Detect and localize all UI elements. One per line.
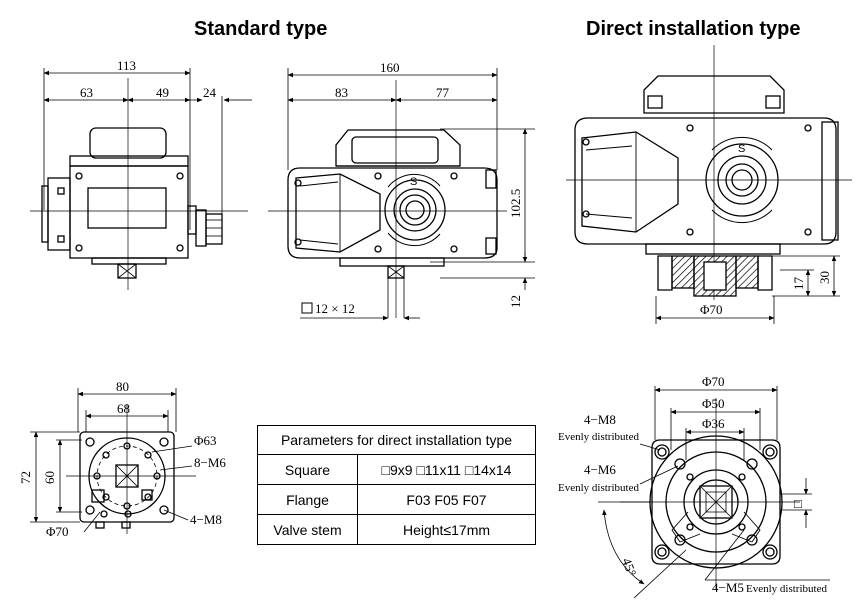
table-row: Flange F03 F05 F07 [257,484,536,515]
table-row: Square □9x9 □11x11 □14x14 [257,454,536,485]
table-row-value: Height≤17mm [357,514,536,545]
side-left-label: 63 [80,85,93,100]
table-title: Parameters for direct installation type [257,425,536,455]
flange-m8-note: Evenly distributed [558,431,639,443]
bottom-circle-label: Φ63 [194,433,217,448]
front-right-label: 77 [436,85,450,100]
table-row-label: Flange [257,484,358,515]
front-height-label: 102.5 [508,189,523,218]
parameters-table: Parameters for direct installation type … [257,425,536,545]
flange-view [598,386,830,599]
bottom-height-label: 72 [18,471,33,484]
standard-type-heading: Standard type [194,18,328,40]
table-row-label: Valve stem [257,514,358,545]
direct-rotation-mark: S [738,143,745,155]
flange-m6-label: 4−M6 [584,462,616,477]
direct-height-30-label: 30 [817,271,832,284]
front-left-label: 83 [335,85,348,100]
direct-height-17-label: 17 [791,277,806,291]
side-right-label: 49 [156,85,169,100]
bottom-bolts-label: 4−M8 [190,512,222,527]
flange-d36-label: Φ36 [702,416,725,431]
direct-installation-heading: Direct installation type [586,18,801,40]
flange-angle-label: 45° [619,556,639,578]
flange-d70-label: Φ70 [702,374,725,389]
flange-d50-label: Φ50 [702,396,725,411]
front-square-label: 12 × 12 [315,301,355,316]
table-row-value: □9x9 □11x11 □14x14 [357,454,536,485]
table-row-label: Square [257,454,358,485]
bottom-inner-width-label: 68 [117,401,130,416]
front-width-label: 160 [380,60,400,75]
flange-m5-note: Evenly distributed [746,583,827,595]
table-row: Valve stem Height≤17mm [257,514,536,545]
bottom-diameter-label: Φ70 [46,524,69,539]
flange-square-mark: □ [794,496,802,511]
bottom-inner-height-label: 60 [42,471,57,484]
flange-m8-label: 4−M8 [584,412,616,427]
side-width-label: 113 [117,58,136,73]
front-view [268,68,535,321]
table-header-row: Parameters for direct installation type [257,425,536,455]
flange-m5-label: 4−M5 [712,580,744,595]
side-offset-label: 24 [203,85,217,100]
flange-m6-note: Evenly distributed [558,482,639,494]
direct-diameter-label: Φ70 [700,302,723,317]
direct-view [566,45,852,324]
bottom-view [30,388,196,534]
bottom-holes-label: 8−M6 [194,455,226,470]
bottom-width-label: 80 [116,379,129,394]
front-rotation-mark: S [410,176,417,188]
side-view [30,68,252,290]
table-row-value: F03 F05 F07 [357,484,536,515]
front-bottom-label: 12 [508,295,523,308]
